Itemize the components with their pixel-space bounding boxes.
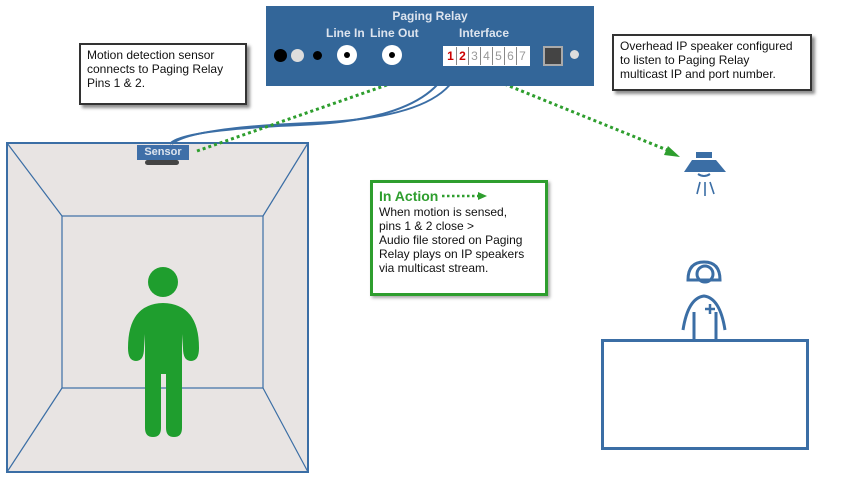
interface-pin: 3 — [468, 47, 480, 65]
arrowhead-icon — [664, 146, 680, 157]
sensor-note-line: Motion detection sensor — [87, 48, 215, 62]
line-in-label: Line In — [326, 26, 365, 40]
interface-pin: 1 — [447, 49, 454, 63]
person-icon — [128, 267, 199, 437]
room-corner-line — [6, 387, 63, 473]
nurse-icon — [681, 260, 727, 340]
motion-sensor-device-icon — [145, 160, 179, 165]
interface-pin: 7 — [516, 47, 528, 65]
ceiling-speaker-icon — [684, 152, 726, 196]
interface-pin: 4 — [480, 47, 492, 65]
speaker-note-line: Overhead IP speaker configured — [620, 39, 793, 53]
port-square-icon — [543, 46, 563, 66]
in-action-heading: In Action — [379, 188, 439, 204]
relay-title: Paging Relay — [392, 9, 468, 23]
led-indicator-icon — [291, 49, 304, 62]
sensor-note-line: connects to Paging Relay — [87, 62, 224, 76]
paging-relay-device: Paging Relay Line In Line Out Interface … — [266, 6, 594, 86]
line-out-jack-icon[interactable] — [382, 45, 402, 65]
interface-pin: 2 — [456, 47, 468, 65]
sensor-note-callout: Motion detection sensor connects to Pagi… — [79, 43, 247, 105]
in-action-line: pins 1 & 2 close > — [379, 219, 475, 233]
led-indicator-icon — [274, 49, 287, 62]
in-action-line: via multicast stream. — [379, 261, 489, 275]
in-action-line: When motion is sensed, — [379, 205, 508, 219]
line-in-jack-icon[interactable] — [337, 45, 357, 65]
interface-pin: 6 — [504, 47, 516, 65]
in-action-box: In Action When motion is sensed, pins 1 … — [370, 180, 548, 296]
speaker-note-line: to listen to Paging Relay — [620, 53, 750, 67]
sensor-note-line: Pins 1 & 2. — [87, 76, 146, 90]
line-out-label: Line Out — [370, 26, 419, 40]
room-corner-line — [262, 142, 309, 217]
interface-pin: 5 — [492, 47, 504, 65]
room-corner-line — [262, 387, 309, 473]
in-action-line: Relay plays on IP speakers — [379, 247, 525, 261]
motion-sensor-label: Sensor — [137, 145, 189, 160]
led-indicator-icon — [313, 51, 322, 60]
speaker-note-callout: Overhead IP speaker configured to listen… — [612, 34, 812, 91]
led-indicator-icon — [570, 50, 579, 59]
nurse-desk — [601, 339, 809, 450]
in-action-line: Audio file stored on Paging — [379, 233, 523, 247]
interface-label: Interface — [459, 26, 510, 40]
speaker-note-line: multicast IP and port number. — [620, 67, 776, 81]
dotted-arrow-icon — [442, 192, 488, 200]
sensor-cable — [171, 63, 461, 145]
room-corner-line — [6, 142, 63, 217]
room-back-wall — [61, 215, 264, 389]
